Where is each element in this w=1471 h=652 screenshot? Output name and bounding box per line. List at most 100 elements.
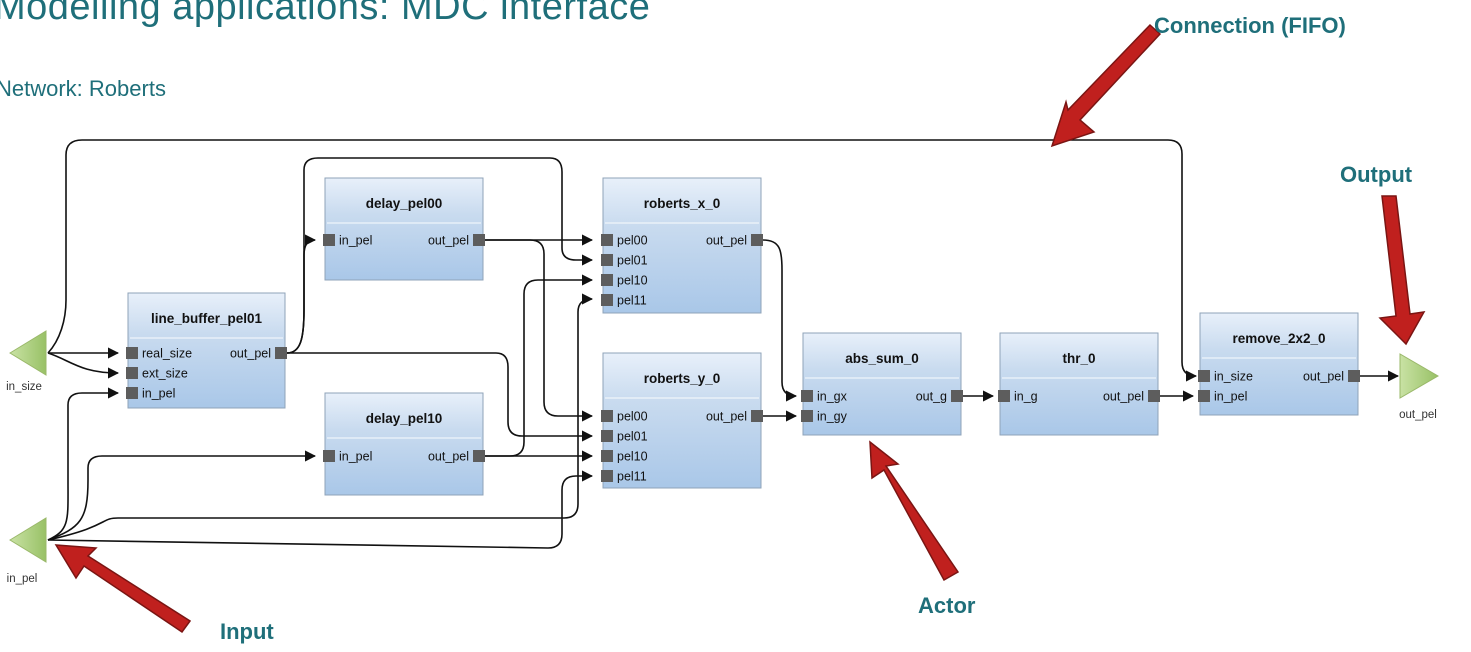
output-port-out-pel[interactable]	[751, 410, 763, 422]
input-port-label: pel00	[617, 410, 648, 424]
input-port-label: in_pel	[1214, 390, 1247, 404]
fifo-connection[interactable]	[47, 470, 594, 549]
input-port-pel00[interactable]	[601, 410, 613, 422]
fifo-connection[interactable]	[286, 234, 317, 354]
output-port-out-pel[interactable]	[275, 347, 287, 359]
io-port-in-pel[interactable]: in_pel	[7, 517, 47, 585]
input-port-in-g[interactable]	[998, 390, 1010, 402]
input-port-label: pel01	[617, 430, 648, 444]
input-port-label: pel11	[617, 294, 647, 308]
network-label: Network: Roberts	[0, 76, 166, 101]
input-port-label: pel10	[617, 450, 648, 464]
fifo-connection[interactable]	[47, 293, 594, 541]
input-port-pel00[interactable]	[601, 234, 613, 246]
actor-title: delay_pel00	[366, 196, 443, 211]
slide-title: Modelling applications: MDC interface	[0, 0, 651, 28]
actor-box	[324, 177, 484, 281]
actors-layer: line_buffer_pel01real_sizeext_sizein_pel…	[126, 177, 1360, 496]
output-port-out-g[interactable]	[951, 390, 963, 402]
input-port-label: pel11	[617, 470, 647, 484]
actor-delay-pel00[interactable]: delay_pel00 in_pel out_pel	[323, 177, 485, 281]
input-port-pel10[interactable]	[601, 274, 613, 286]
input-port-pel10[interactable]	[601, 450, 613, 462]
io-port-label: in_pel	[7, 573, 38, 585]
callout-arrows	[54, 23, 1426, 634]
actor-box	[1199, 312, 1359, 416]
output-port-label: out_g	[916, 390, 947, 404]
input-port-label: in_g	[1014, 390, 1038, 404]
output-port-label: out_pel	[1303, 370, 1344, 384]
input-port-in-pel[interactable]	[323, 450, 335, 462]
output-port-out-pel[interactable]	[473, 450, 485, 462]
fifo-connection[interactable]	[287, 352, 594, 442]
output-port-out-pel[interactable]	[473, 234, 485, 246]
connection-callout: Connection (FIFO)	[1154, 13, 1346, 38]
fifo-connection[interactable]	[47, 139, 1198, 382]
output-port-out-pel[interactable]	[1148, 390, 1160, 402]
output-callout: Output	[1340, 162, 1413, 187]
io-triangle	[9, 330, 47, 376]
input-callout: Input	[220, 619, 274, 644]
input-port-in-size[interactable]	[1198, 370, 1210, 382]
output-port-label: out_pel	[1103, 390, 1144, 404]
input-port-pel01[interactable]	[601, 254, 613, 266]
input-port-label: pel01	[617, 254, 648, 268]
input-port-label: real_size	[142, 347, 192, 361]
actor-roberts-y-0[interactable]: roberts_y_0 pel00 pel01 pel10 pel11 out_pel	[601, 352, 763, 489]
input-port-label: in_gy	[817, 410, 848, 424]
actor-box	[324, 392, 484, 496]
actor-box	[602, 177, 762, 314]
output-port-label: out_pel	[230, 347, 271, 361]
fifo-connection[interactable]	[47, 352, 120, 379]
input-port-label: in_gx	[817, 390, 848, 404]
input-port-ext-size[interactable]	[126, 367, 138, 379]
connection-arrow	[1050, 23, 1162, 148]
input-port-label: in_pel	[339, 450, 372, 464]
fifo-connection[interactable]	[47, 450, 317, 541]
io-ports-layer: in_size in_pel out_pel	[6, 330, 1439, 585]
connections-layer	[47, 139, 1400, 549]
output-port-out-pel[interactable]	[751, 234, 763, 246]
actor-abs-sum-0[interactable]: abs_sum_0 in_gx in_gy out_g	[801, 332, 963, 436]
input-port-label: in_pel	[142, 387, 175, 401]
fifo-connection[interactable]	[485, 239, 594, 422]
actor-line-buffer-pel01[interactable]: line_buffer_pel01real_sizeext_sizein_pel…	[126, 292, 287, 409]
input-port-label: pel00	[617, 234, 648, 248]
input-port-pel11[interactable]	[601, 294, 613, 306]
output-port-label: out_pel	[428, 450, 469, 464]
output-port-label: out_pel	[428, 234, 469, 248]
input-port-in-gx[interactable]	[801, 390, 813, 402]
input-port-pel01[interactable]	[601, 430, 613, 442]
input-port-real-size[interactable]	[126, 347, 138, 359]
input-port-pel11[interactable]	[601, 470, 613, 482]
output-port-label: out_pel	[706, 234, 747, 248]
output-port-label: out_pel	[706, 410, 747, 424]
input-port-label: pel10	[617, 274, 648, 288]
input-port-label: in_pel	[339, 234, 372, 248]
io-triangle	[1399, 353, 1439, 399]
actor-title: delay_pel10	[366, 411, 443, 426]
actor-delay-pel10[interactable]: delay_pel10 in_pel out_pel	[323, 392, 485, 496]
input-port-in-pel[interactable]	[1198, 390, 1210, 402]
fifo-connection[interactable]	[485, 274, 594, 457]
actor-box	[999, 332, 1159, 436]
fifo-connection[interactable]	[762, 239, 798, 402]
fifo-connection[interactable]	[47, 387, 120, 541]
input-port-in-pel[interactable]	[126, 387, 138, 399]
actor-arrow	[869, 440, 960, 582]
actor-title: roberts_x_0	[644, 196, 721, 211]
actor-thr-0[interactable]: thr_0 in_g out_pel	[998, 332, 1160, 436]
io-port-in-size[interactable]: in_size	[6, 330, 47, 393]
output-port-out-pel[interactable]	[1348, 370, 1360, 382]
input-port-label: in_size	[1214, 370, 1253, 384]
actor-box	[127, 292, 286, 409]
actor-title: roberts_y_0	[644, 371, 721, 386]
input-port-in-pel[interactable]	[323, 234, 335, 246]
input-port-in-gy[interactable]	[801, 410, 813, 422]
actor-title: thr_0	[1062, 351, 1095, 366]
actor-roberts-x-0[interactable]: roberts_x_0 pel00 pel01 pel10 pel11 out_pel	[601, 177, 763, 314]
io-port-out-pel[interactable]: out_pel	[1399, 353, 1439, 421]
actor-title: abs_sum_0	[845, 351, 919, 366]
